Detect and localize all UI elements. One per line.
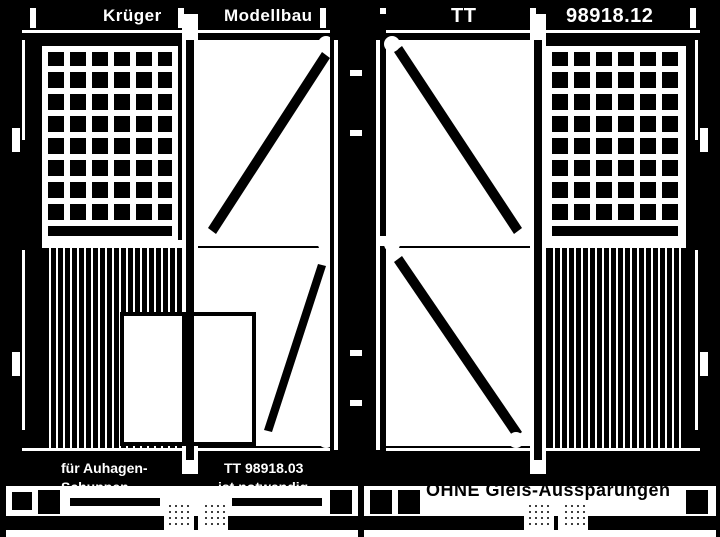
left-upper-door bbox=[198, 40, 330, 236]
left-window-grid bbox=[48, 52, 172, 236]
note-right-line1: TT 98918.03 bbox=[224, 460, 304, 476]
note-left-line1: für Auhagen- bbox=[61, 460, 148, 476]
company-label: Modellbau bbox=[224, 6, 313, 25]
part-number: 98918.12 bbox=[566, 5, 654, 27]
manufacturer-label: Krüger bbox=[103, 6, 162, 25]
note-left-line2: Schuppen bbox=[61, 479, 129, 495]
left-door-panel bbox=[6, 8, 362, 537]
right-plank-area bbox=[548, 248, 684, 448]
scale-label: TT bbox=[451, 5, 477, 27]
note-right-line2: ist notwendig bbox=[218, 479, 309, 495]
variant-label: OHNE Gleis-Aussparungen bbox=[426, 480, 671, 500]
right-window-grid bbox=[552, 52, 678, 236]
right-door-panel bbox=[364, 8, 716, 537]
